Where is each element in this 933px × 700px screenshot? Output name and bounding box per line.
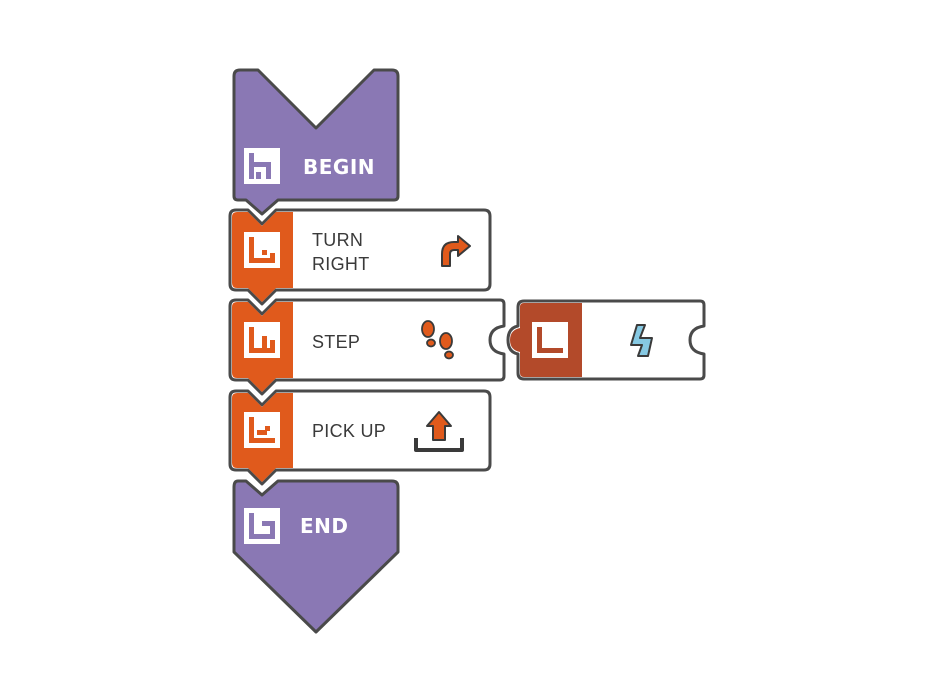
turn-label-line1: TURN bbox=[312, 230, 364, 250]
begin-label: BEGIN bbox=[303, 155, 376, 179]
footsteps-icon bbox=[421, 320, 454, 360]
curved-arrow-right-icon bbox=[441, 235, 471, 267]
step-code-marker-icon bbox=[244, 322, 280, 358]
turn-label-line2: RIGHT bbox=[312, 254, 370, 274]
pick-up-code-marker-icon bbox=[244, 412, 280, 448]
parameter-code-marker-icon bbox=[532, 322, 568, 358]
turn-right-block[interactable] bbox=[228, 208, 492, 306]
begin-code-marker-icon bbox=[244, 148, 280, 184]
turn-code-marker-icon bbox=[244, 232, 280, 268]
end-label: END bbox=[300, 514, 349, 538]
end-code-marker-icon bbox=[244, 508, 280, 544]
upload-tray-icon bbox=[414, 411, 464, 452]
lightning-bolt-icon bbox=[630, 324, 653, 357]
pick-up-label: PICK UP bbox=[312, 421, 387, 441]
parameter-block[interactable] bbox=[506, 299, 706, 381]
begin-block[interactable] bbox=[232, 68, 400, 216]
end-block[interactable] bbox=[232, 479, 400, 634]
pick-up-block[interactable] bbox=[228, 389, 492, 486]
step-label: STEP bbox=[312, 332, 361, 352]
step-block[interactable] bbox=[228, 298, 506, 396]
